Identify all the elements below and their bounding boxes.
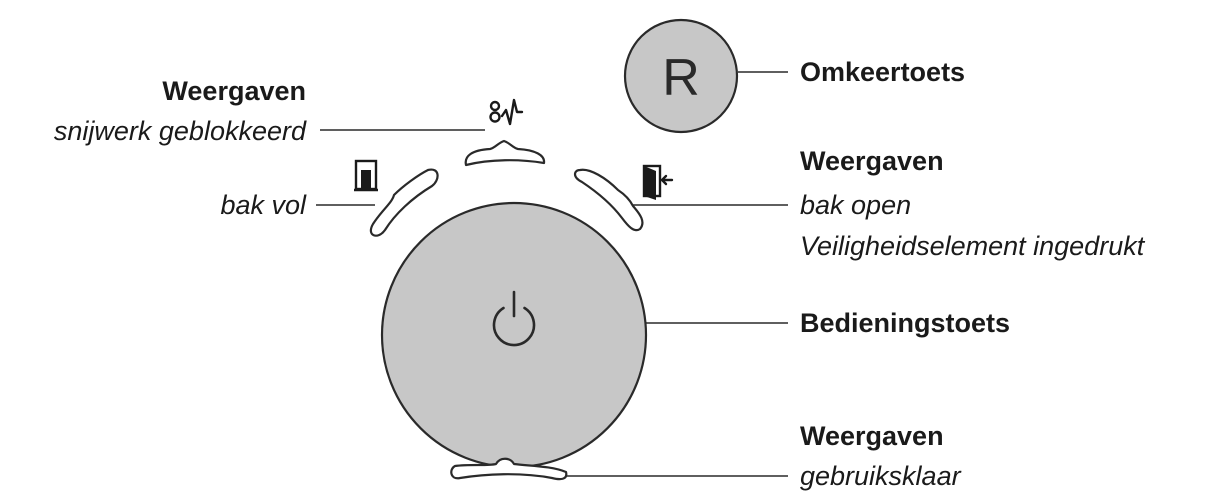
label-bin-open: bak open: [800, 190, 912, 220]
label-cutter-blocked: snijwerk geblokkeerd: [53, 116, 306, 146]
operating-button[interactable]: [380, 201, 648, 469]
indicator-cutter-blocked: [464, 139, 546, 167]
heading-top-displays: Weergaven: [162, 76, 306, 106]
heading-right-displays: Weergaven: [800, 146, 944, 176]
label-ready: gebruiksklaar: [800, 461, 961, 491]
bin-full-icon: [354, 159, 378, 192]
cutter-blocked-icon: [489, 98, 524, 126]
label-bin-full: bak vol: [220, 190, 306, 220]
reverse-button[interactable]: R: [623, 18, 739, 134]
bin-open-icon: [642, 164, 674, 200]
reverse-button-letter: R: [662, 49, 700, 107]
label-reverse-key: Omkeertoets: [800, 57, 966, 87]
indicator-bin-full: [369, 168, 439, 237]
indicator-bin-open: [573, 168, 644, 232]
indicator-ready: [450, 457, 568, 481]
label-safety-pressed: Veiligheidselement ingedrukt: [800, 231, 1145, 261]
label-operating-key: Bedieningstoets: [800, 308, 1011, 338]
heading-bottom-displays: Weergaven: [800, 421, 944, 451]
power-icon: [492, 290, 536, 347]
